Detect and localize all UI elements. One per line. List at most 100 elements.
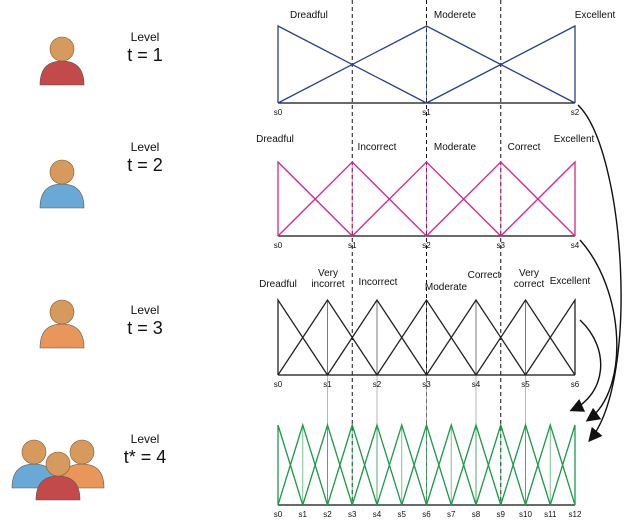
sublabel-s12: s12 <box>569 510 582 519</box>
sublabel-s4: s4 <box>373 510 382 519</box>
triangle-s3 <box>376 298 477 376</box>
sublabel-s9: s9 <box>497 510 506 519</box>
person-head <box>69 439 95 465</box>
triangle-s0 <box>277 424 304 506</box>
triangle-s0 <box>277 297 329 376</box>
sublabel-s1: s1 <box>348 241 357 250</box>
sublabel-s6: s6 <box>571 380 580 389</box>
sublabel-s4: s4 <box>571 241 580 250</box>
triangle-s6 <box>524 297 576 376</box>
level-t-value: t* = 4 <box>123 447 167 467</box>
person-head <box>45 451 71 477</box>
level-word: Level <box>130 432 160 446</box>
term-label: Very <box>318 268 338 279</box>
triangle-s2 <box>426 24 576 104</box>
curved-arrow-icon <box>577 104 622 443</box>
triangle-s1 <box>277 161 427 237</box>
triangle-s11 <box>524 422 576 506</box>
triangle-s10 <box>500 422 551 506</box>
person-head <box>49 159 75 185</box>
triangle-s1 <box>277 422 329 506</box>
sublabel-s6: s6 <box>422 510 431 519</box>
triangle-s3 <box>426 161 576 237</box>
sublabel-s3: s3 <box>497 241 506 250</box>
sublabel-s0: s0 <box>274 380 283 389</box>
triangle-s9 <box>475 422 527 506</box>
sublabel-s1: s1 <box>422 108 431 117</box>
level-word: Level <box>130 140 160 154</box>
triangle-s4 <box>351 422 403 506</box>
person-head <box>49 299 75 325</box>
triangle-s12 <box>549 424 576 506</box>
sublabel-s0: s0 <box>274 108 283 117</box>
term-label: Dreadful <box>256 134 294 145</box>
triangle-s4 <box>500 160 576 237</box>
triangle-s1 <box>277 25 576 104</box>
term-label: Incorrect <box>358 142 397 153</box>
person-icon <box>39 36 85 86</box>
sublabel-s2: s2 <box>373 380 382 389</box>
term-label: Moderete <box>434 10 477 21</box>
term-label: Moderate <box>434 142 477 153</box>
term-label: Excellent <box>575 10 616 21</box>
triangle-s3 <box>326 422 378 506</box>
level-word: Level <box>130 30 160 44</box>
sublabel-s2: s2 <box>323 510 332 519</box>
sublabel-s2: s2 <box>571 108 580 117</box>
curved-arrow-icon <box>579 239 618 422</box>
term-label: Moderate <box>425 282 468 293</box>
level-t-value: t = 3 <box>127 318 163 338</box>
triangle-s5 <box>475 298 576 376</box>
term-label: Correct <box>508 142 541 153</box>
triangle-s7 <box>425 422 477 506</box>
sublabel-s11: s11 <box>544 510 557 519</box>
person-head <box>21 439 47 465</box>
sublabel-s7: s7 <box>447 510 456 519</box>
person-body <box>39 323 85 349</box>
person-body <box>39 183 85 209</box>
sublabel-s5: s5 <box>521 380 530 389</box>
triangle-s2 <box>302 422 353 506</box>
term-label: incorret <box>311 279 345 290</box>
triangle-s2 <box>326 298 428 376</box>
sublabel-s4: s4 <box>472 380 481 389</box>
term-label: Dreadful <box>290 10 328 21</box>
term-label: Dreadful <box>259 279 297 290</box>
term-label: Incorrect <box>359 277 398 288</box>
triangle-s2 <box>351 161 502 237</box>
sublabel-s3: s3 <box>348 510 357 519</box>
person-icon <box>39 299 85 349</box>
person-icon <box>39 159 85 209</box>
term-label: Correct <box>468 270 501 281</box>
term-label: Very <box>519 268 539 279</box>
level-1-membership-functions: s0 s1 s2 Dreadful Moderete Excellent <box>274 10 616 117</box>
curved-arrow-icon <box>569 319 602 412</box>
triangle-s6 <box>401 422 452 506</box>
level-t-value: t = 2 <box>127 155 163 175</box>
triangle-s5 <box>376 422 428 506</box>
sublabel-s1: s1 <box>323 380 332 389</box>
triangle-s0 <box>277 24 427 104</box>
sublabel-s1: s1 <box>299 510 308 519</box>
person-body <box>39 60 85 86</box>
term-label: Excellent <box>554 134 595 145</box>
triangle-s1 <box>277 298 378 376</box>
term-label: Excellent <box>550 276 591 287</box>
level-t-value: t = 1 <box>127 45 163 65</box>
sublabel-s0: s0 <box>274 241 283 250</box>
triangle-s4 <box>425 298 527 376</box>
person-head <box>49 36 75 62</box>
term-label: correct <box>514 279 545 290</box>
level-word: Level <box>130 303 160 317</box>
sublabel-s5: s5 <box>398 510 407 519</box>
sublabel-s8: s8 <box>472 510 481 519</box>
sublabel-s2: s2 <box>422 241 431 250</box>
sublabel-s0: s0 <box>274 510 283 519</box>
person-icon <box>35 451 81 501</box>
